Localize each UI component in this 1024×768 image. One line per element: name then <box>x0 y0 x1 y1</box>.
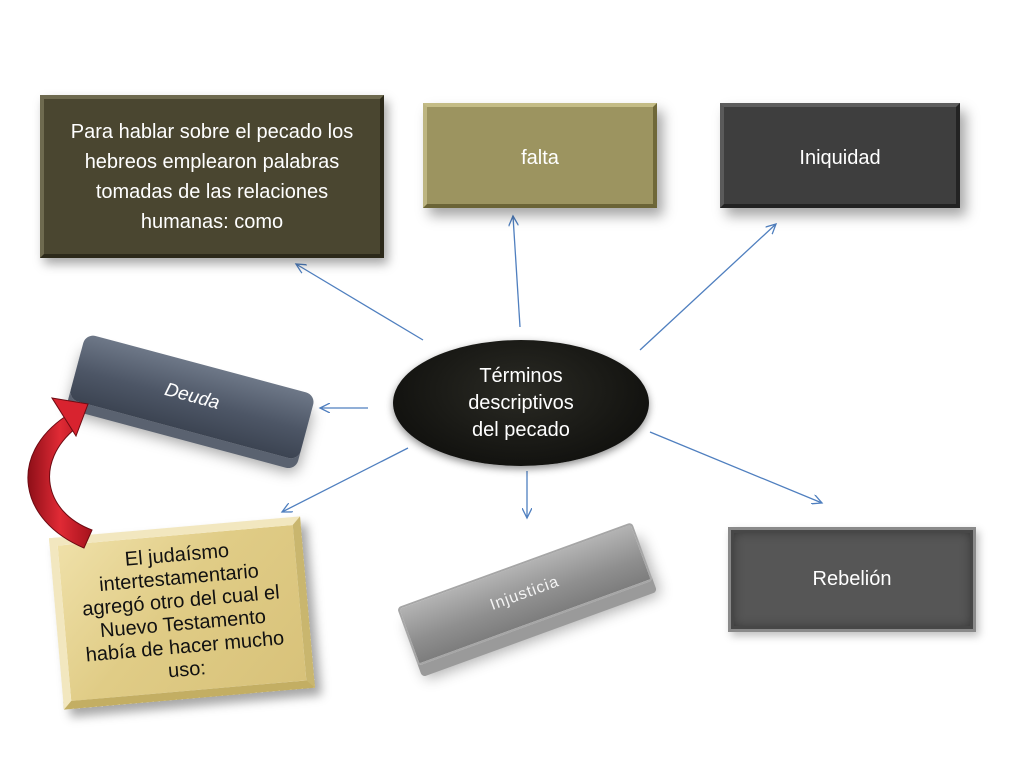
rebelion-text: Rebelión <box>812 568 892 590</box>
center-line-1: Términos <box>479 364 563 387</box>
arrow-to-judaismo <box>282 447 409 512</box>
intro-box: Para hablar sobre el pecado los hebreos … <box>40 95 384 258</box>
center-topic-ellipse: Términos descriptivos del pecado <box>393 340 649 466</box>
arrow-to-iniquidad <box>639 224 776 351</box>
falta-box: falta <box>423 103 657 208</box>
arrow-to-falta <box>513 216 521 328</box>
falta-text: falta <box>521 147 559 169</box>
center-line-3: del pecado <box>472 418 570 441</box>
center-line-2: descriptivos <box>468 391 574 414</box>
curved-red-arrow <box>27 397 93 549</box>
iniquidad-text: Iniquidad <box>799 147 881 169</box>
intro-text: Para hablar sobre el pecado los hebreos … <box>70 120 354 233</box>
arrow-to-rebelion <box>649 431 822 503</box>
rebelion-box: Rebelión <box>728 527 976 632</box>
arrow-to-intro <box>296 264 424 341</box>
iniquidad-box: Iniquidad <box>720 103 960 208</box>
